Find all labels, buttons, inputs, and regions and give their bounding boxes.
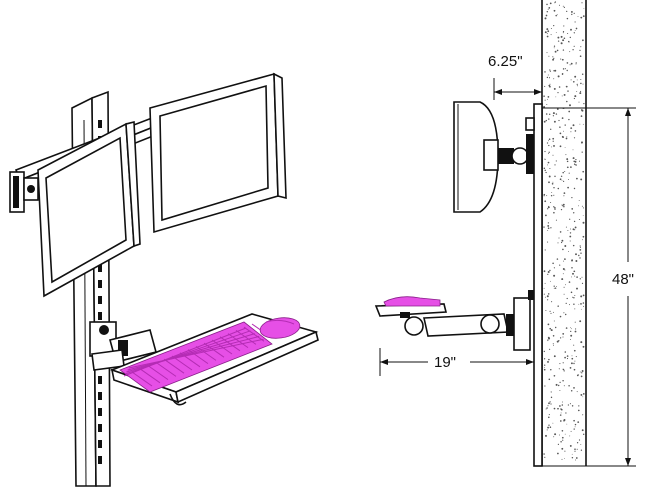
wall-track-side: [533, 103, 543, 467]
side-view: 6.25" 48" 19": [374, 0, 636, 467]
keyboard: [119, 321, 273, 393]
keyboard-tray-side: [374, 296, 448, 318]
monitor-right: [149, 72, 287, 234]
keyboard-arm-side: [404, 290, 534, 351]
isometric-view: [9, 72, 319, 487]
monitor-side: [453, 101, 535, 213]
dimension-arm-depth: 6.25": [488, 53, 542, 100]
keyboard-arm: [89, 321, 157, 371]
dimension-label-arm-depth: 6.25": [488, 53, 523, 70]
dimension-keyboard-extension: 19": [379, 348, 534, 376]
mouse: [259, 317, 301, 339]
dimension-label-height: 48": [612, 271, 634, 288]
dimension-height: 48": [542, 107, 636, 467]
dimension-label-keyboard-extension: 19": [434, 354, 456, 371]
monitor-left: [37, 120, 141, 298]
concrete-wall: [541, 0, 587, 466]
